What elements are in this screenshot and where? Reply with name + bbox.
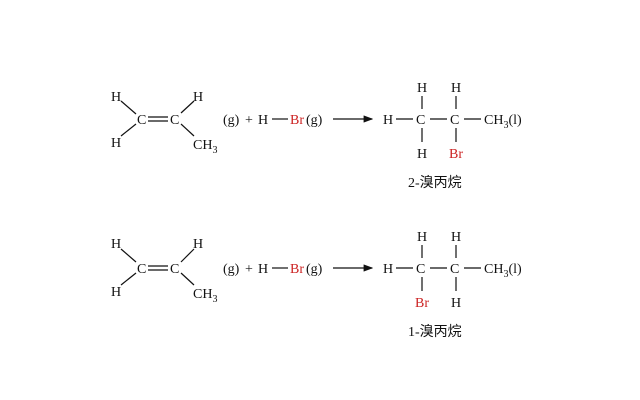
atom-h: H — [111, 285, 121, 300]
propene-reactant-1: H H C C H CH3 — [111, 90, 217, 156]
atom-h: H — [111, 136, 121, 151]
product-name: 1-溴丙烷 — [408, 324, 462, 340]
bond — [180, 272, 195, 286]
reaction-1: H H C C H CH3 (g) + H Br (g) H C C CH — [111, 81, 522, 191]
atom-br: Br — [415, 296, 429, 311]
atom-h: H — [258, 113, 268, 128]
methyl-liquid: CH3(l) — [484, 262, 522, 280]
plus-sign: + — [245, 113, 253, 128]
bond — [120, 248, 137, 263]
product-1-bromopropane: H C C CH3(l) H Br H H — [383, 230, 522, 311]
atom-br: Br — [290, 262, 304, 277]
bond — [180, 100, 195, 114]
bond — [120, 272, 137, 286]
gas-state-label: (g) — [306, 262, 323, 277]
bond — [120, 123, 137, 137]
methyl-group: CH3 — [193, 138, 217, 156]
atom-h: H — [451, 81, 461, 96]
plus-sign: + — [245, 262, 253, 277]
atom-c: C — [450, 262, 459, 277]
atom-c: C — [170, 113, 179, 128]
methyl-group: CH3 — [193, 287, 217, 305]
product-2-bromopropane: H C C CH3(l) H H H Br — [383, 81, 522, 162]
gas-state-label: (g) — [223, 262, 240, 277]
atom-c: C — [416, 262, 425, 277]
bond — [180, 123, 195, 137]
atom-h: H — [111, 237, 121, 252]
atom-h: H — [111, 90, 121, 105]
bond — [180, 248, 195, 263]
gas-state-label: (g) — [306, 113, 323, 128]
product-name: 2-溴丙烷 — [408, 175, 462, 191]
atom-h: H — [451, 296, 461, 311]
methyl-liquid: CH3(l) — [484, 113, 522, 131]
atom-h: H — [193, 90, 203, 105]
atom-h: H — [417, 230, 427, 245]
propene-reactant-2: H H C C H CH3 — [111, 237, 217, 305]
atom-c: C — [137, 262, 146, 277]
gas-state-label: (g) — [223, 113, 240, 128]
atom-h: H — [383, 262, 393, 277]
atom-h: H — [417, 147, 427, 162]
atom-c: C — [416, 113, 425, 128]
atom-br: Br — [449, 147, 463, 162]
atom-c: C — [170, 262, 179, 277]
atom-h: H — [193, 237, 203, 252]
reaction-2: H H C C H CH3 (g) + H Br (g) H C C CH — [111, 230, 522, 340]
atom-h: H — [417, 81, 427, 96]
bond — [120, 100, 137, 115]
atom-c: C — [137, 113, 146, 128]
atom-c: C — [450, 113, 459, 128]
atom-h: H — [383, 113, 393, 128]
atom-br: Br — [290, 113, 304, 128]
atom-h: H — [258, 262, 268, 277]
atom-h: H — [451, 230, 461, 245]
